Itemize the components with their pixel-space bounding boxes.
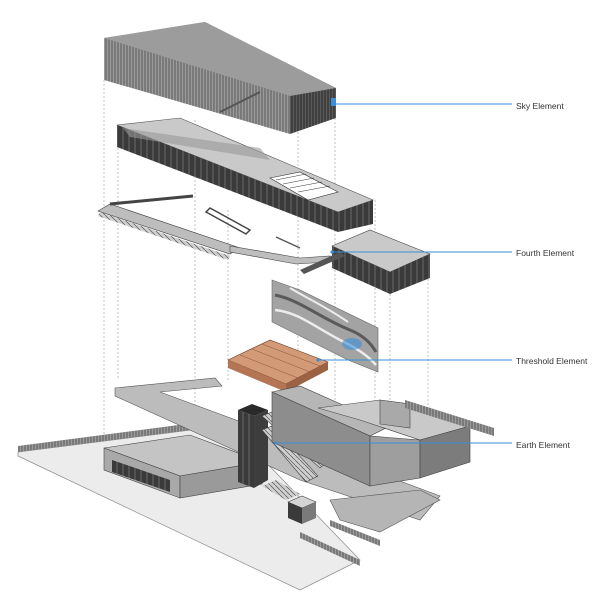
- relief-screen: [271, 279, 379, 373]
- callout-leaders: [276, 103, 512, 444]
- label-fourth-element: Fourth Element: [516, 248, 575, 258]
- fourth-element: [97, 117, 431, 294]
- label-sky-element: Sky Element: [516, 101, 564, 111]
- label-earth-element: Earth Element: [516, 440, 570, 450]
- sky-element: [104, 22, 336, 134]
- threshold-element: [227, 339, 329, 392]
- callout-dots: [274, 102, 336, 445]
- earth-element: [17, 377, 494, 591]
- label-threshold-element: Threshold Element: [516, 356, 588, 366]
